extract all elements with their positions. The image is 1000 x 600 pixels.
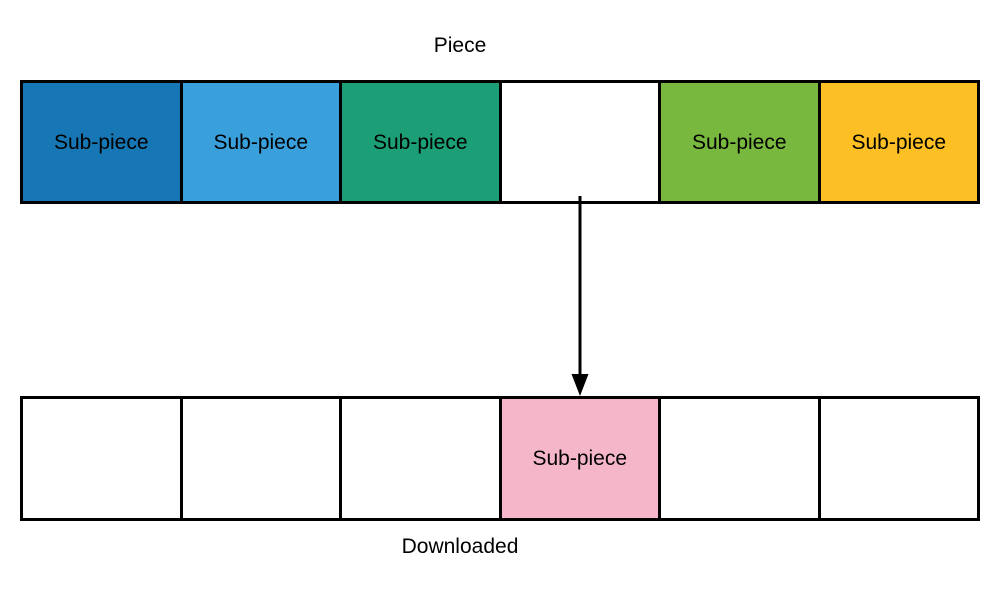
piece-cell-2[interactable]: Sub-piece: [182, 83, 342, 201]
piece-cell-5-label: Sub-piece: [691, 130, 787, 154]
downloaded-cell-2[interactable]: [182, 399, 342, 518]
piece-cell-4-empty[interactable]: [501, 83, 661, 201]
piece-cell-3-label: Sub-piece: [372, 130, 468, 154]
downloaded-cell-4-label: Sub-piece: [532, 447, 628, 470]
downloaded-cell-5[interactable]: [661, 399, 821, 518]
downloaded-cell-3[interactable]: [342, 399, 502, 518]
piece-cell-2-label: Sub-piece: [213, 130, 309, 154]
downloaded-cell-1[interactable]: [23, 399, 183, 518]
downloaded-cell-4[interactable]: Sub-piece: [501, 399, 661, 518]
piece-cell-3[interactable]: Sub-piece: [342, 83, 502, 201]
piece-bar: Sub-piece Sub-piece Sub-piece Sub-piece …: [20, 80, 980, 204]
piece-cell-6-label: Sub-piece: [851, 130, 947, 154]
piece-cell-5[interactable]: Sub-piece: [661, 83, 821, 201]
downloaded-cell-6[interactable]: [820, 399, 977, 518]
piece-cell-6[interactable]: Sub-piece: [820, 83, 977, 201]
downloaded-bar: Sub-piece: [20, 396, 980, 521]
down-arrow-icon: [571, 196, 589, 396]
piece-label: Piece: [433, 34, 487, 57]
downloaded-label: Downloaded: [401, 535, 519, 558]
piece-cell-1[interactable]: Sub-piece: [23, 83, 183, 201]
piece-cell-1-label: Sub-piece: [53, 130, 149, 154]
